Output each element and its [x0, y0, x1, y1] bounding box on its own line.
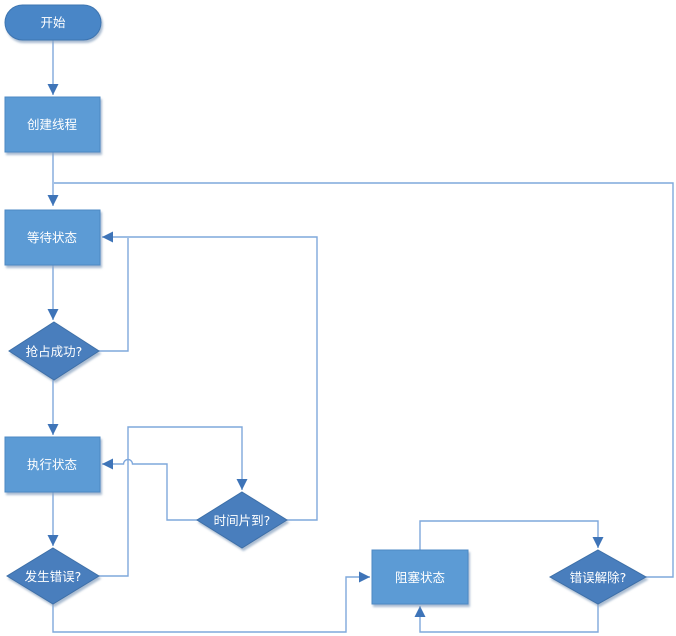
waiting-state-process-shape [4, 209, 101, 266]
node-time-slice-label: 时间片到? [214, 513, 271, 528]
node-time-slice: 时间片到? [196, 491, 288, 549]
node-error-occurred-label: 发生错误? [25, 569, 82, 584]
running-state-process-shape [4, 436, 101, 493]
edge-blocked-to-error-resolved [419, 520, 604, 550]
time-slice-decision-shape [196, 491, 288, 549]
node-waiting-state: 等待状态 [4, 209, 101, 266]
node-start-label: 开始 [40, 15, 66, 30]
preempt-success-decision-shape [8, 321, 100, 381]
node-blocked-state: 阻塞状态 [371, 549, 469, 605]
blocked-state-process-shape [371, 549, 469, 605]
edge-error-no-to-time-slice [99, 426, 248, 577]
edge-error-resolved-yes-to-waiting [54, 182, 674, 578]
node-start: 开始 [4, 4, 102, 41]
node-create-thread: 创建线程 [4, 96, 101, 153]
node-create-thread-label: 创建线程 [27, 117, 78, 132]
node-preempt-success: 抢占成功? [8, 321, 100, 381]
node-error-resolved: 错误解除? [548, 549, 648, 605]
node-blocked-state-label: 阻塞状态 [395, 570, 445, 585]
start-terminator-shape [4, 4, 102, 41]
edge-error-resolved-no-to-blocked [414, 604, 599, 633]
edge-time-slice-no-to-waiting [102, 231, 318, 521]
node-preempt-success-label: 抢占成功? [26, 344, 83, 359]
create-thread-process-shape [4, 96, 101, 153]
node-running-state-label: 执行状态 [27, 457, 77, 472]
node-error-occurred: 发生错误? [6, 547, 100, 605]
edge-time-slice-yes-to-running [102, 458, 198, 521]
error-occurred-decision-shape [6, 547, 100, 605]
edge-preempt-no-to-waiting [99, 238, 129, 352]
node-waiting-state-label: 等待状态 [27, 230, 77, 245]
edge-error-yes-to-blocked [52, 571, 370, 633]
node-error-resolved-label: 错误解除? [570, 570, 627, 585]
error-resolved-decision-shape [548, 549, 648, 605]
edges [47, 40, 674, 633]
node-running-state: 执行状态 [4, 436, 101, 493]
